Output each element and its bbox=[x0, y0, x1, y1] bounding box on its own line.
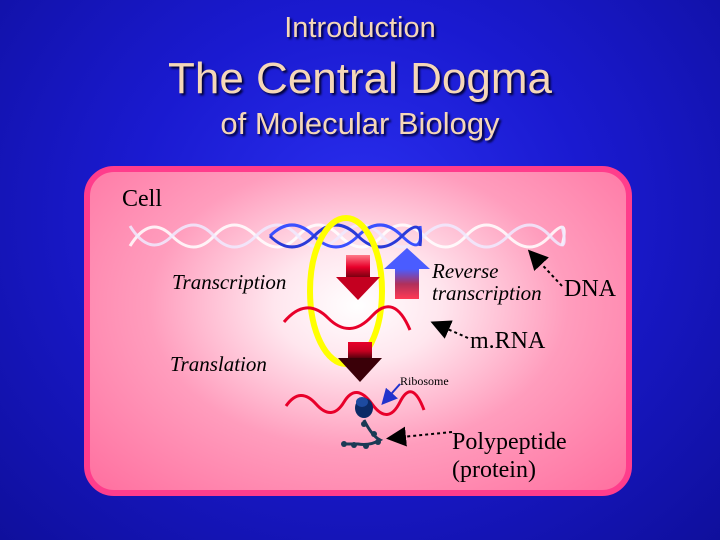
polypeptide-label: Polypeptide (protein) bbox=[452, 428, 622, 484]
page-title: The Central Dogma bbox=[168, 54, 552, 103]
polypeptide-label-line1: Polypeptide bbox=[452, 429, 567, 455]
reverse-transcription-label-line2: transcription bbox=[432, 281, 542, 305]
ribosome-pointer bbox=[381, 383, 401, 405]
mrna-pointer bbox=[430, 320, 469, 339]
cell-label: Cell bbox=[122, 186, 162, 212]
mrna-strand bbox=[282, 305, 412, 331]
mrna-label: m.RNA bbox=[470, 328, 546, 354]
dna-pointer bbox=[527, 249, 563, 287]
transcription-arrow bbox=[336, 255, 380, 300]
ribosome-icon bbox=[355, 397, 373, 418]
mrna-strand-translated bbox=[284, 390, 426, 416]
page-subtitle: of Molecular Biology bbox=[220, 106, 500, 141]
dna-label: DNA bbox=[564, 276, 616, 302]
dna-double-helix bbox=[128, 223, 566, 249]
polypeptide-pointer bbox=[386, 426, 453, 447]
transcription-label: Transcription bbox=[172, 270, 287, 294]
intro-heading: Introduction bbox=[284, 12, 436, 44]
reverse-transcription-label-line1: Reverse bbox=[432, 259, 499, 283]
translation-label: Translation bbox=[170, 352, 267, 376]
polypeptide-label-line2: (protein) bbox=[452, 457, 536, 483]
reverse-transcription-arrow bbox=[384, 248, 430, 299]
polypeptide-chain bbox=[341, 419, 384, 449]
reverse-transcription-label: Reverse transcription bbox=[432, 260, 542, 304]
translation-arrow bbox=[338, 342, 382, 382]
ribosome-label: Ribosome bbox=[400, 374, 449, 388]
dna-strand-1 bbox=[128, 223, 566, 249]
dna-strand-blue-segment-2 bbox=[268, 223, 423, 249]
